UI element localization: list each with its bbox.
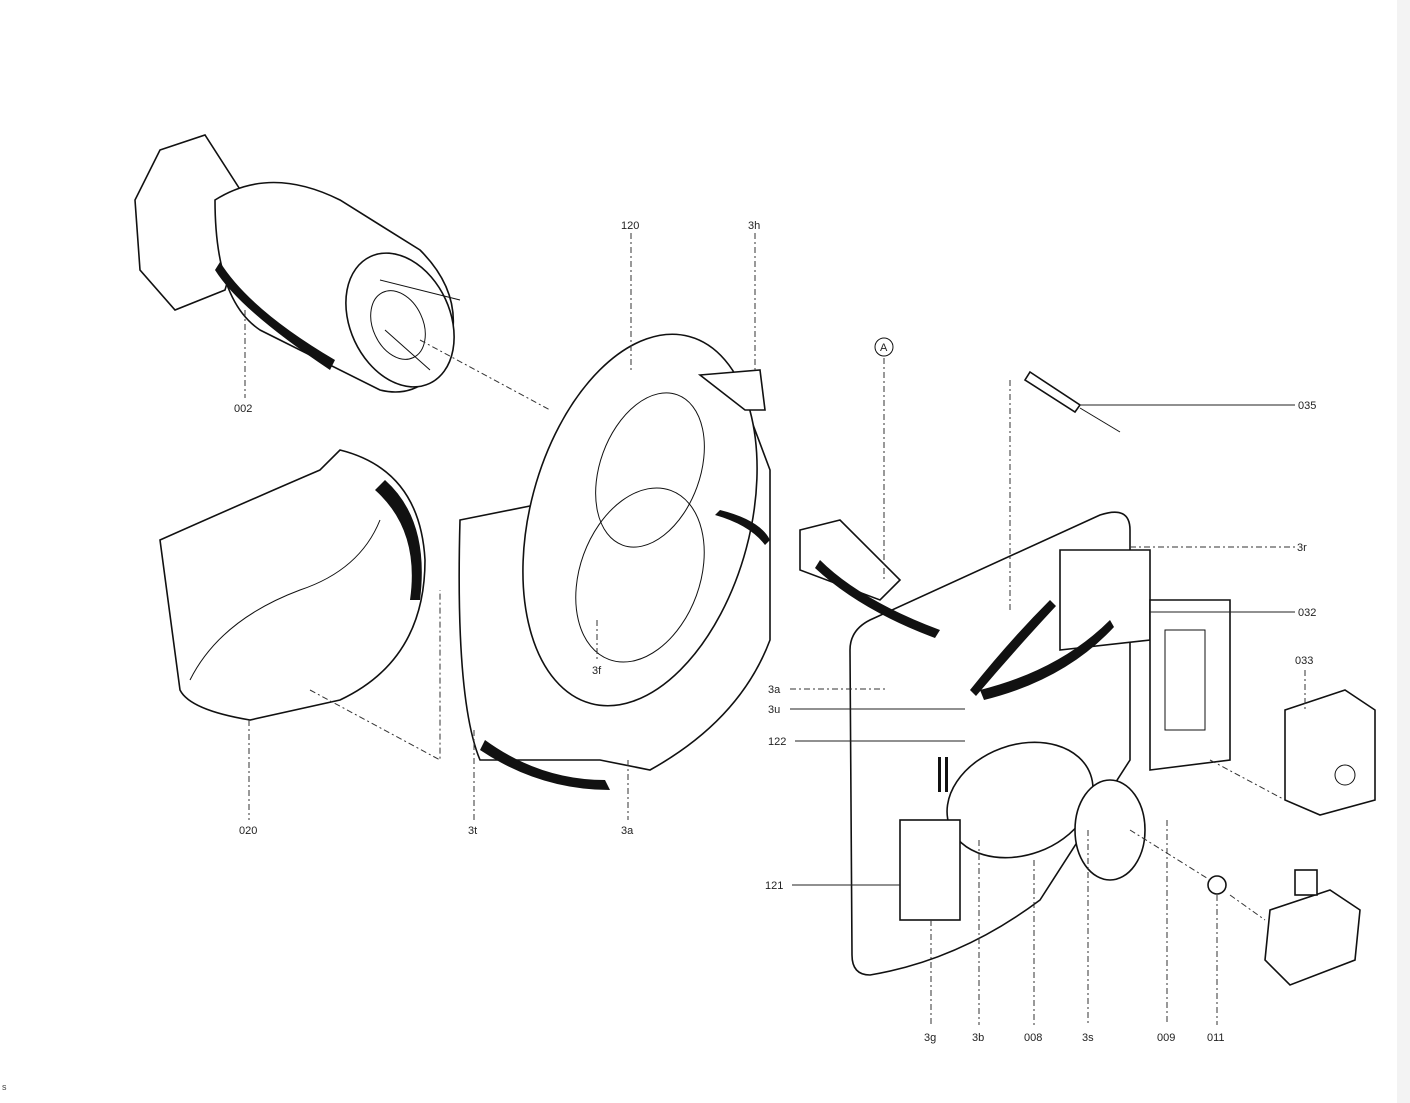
oil-pump — [1229, 869, 1361, 986]
label-008: 008 — [1024, 1032, 1042, 1044]
label-002: 002 — [234, 403, 252, 415]
callout-a-label: A — [880, 342, 888, 354]
label-121: 121 — [765, 880, 783, 892]
part-mounting-plate — [799, 511, 1231, 976]
label-3f: 3f — [592, 665, 602, 677]
label-3a-bottom: 3a — [621, 825, 634, 837]
label-3r: 3r — [1297, 542, 1307, 554]
label-033: 033 — [1295, 655, 1313, 667]
part-033-cover — [1209, 670, 1376, 816]
label-020: 020 — [239, 825, 257, 837]
label-122: 122 — [768, 736, 786, 748]
label-3t: 3t — [468, 825, 477, 837]
label-032: 032 — [1298, 607, 1316, 619]
part-020-cover — [159, 449, 441, 820]
label-120: 120 — [621, 220, 639, 232]
page-gutter — [1397, 0, 1410, 1103]
label-009: 009 — [1157, 1032, 1175, 1044]
part-011-nozzle — [1129, 829, 1227, 1025]
part-002-blast-tube — [134, 134, 551, 411]
callout-a-circle — [874, 337, 894, 357]
label-3s: 3s — [1082, 1032, 1094, 1044]
label-035: 035 — [1298, 400, 1316, 412]
label-011: 011 — [1207, 1032, 1225, 1044]
part-120-housing — [458, 233, 771, 820]
part-035-electrode — [1009, 370, 1295, 610]
label-3u: 3u — [768, 704, 780, 716]
leader-lines — [790, 358, 1295, 1025]
label-3g: 3g — [924, 1032, 936, 1044]
label-3h: 3h — [748, 220, 760, 232]
corner-mark: s — [2, 1082, 7, 1092]
label-3a-left: 3a — [768, 684, 781, 696]
label-3b: 3b — [972, 1032, 984, 1044]
